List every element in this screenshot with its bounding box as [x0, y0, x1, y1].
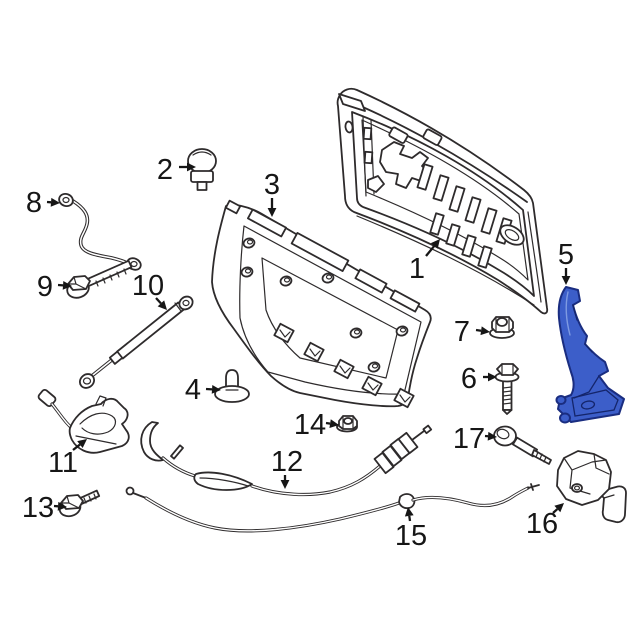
part-number-label[interactable]: 13	[22, 492, 54, 524]
callout-9[interactable]: 9	[37, 271, 72, 303]
callout-2[interactable]: 2	[157, 154, 196, 186]
callout-arrowhead	[430, 239, 440, 249]
callout-4[interactable]: 4	[185, 374, 221, 406]
part-9-bolt	[66, 259, 133, 299]
part-17-bolt	[493, 425, 552, 465]
callout-5[interactable]: 5	[558, 239, 574, 285]
callout-arrowhead	[329, 419, 339, 428]
part-number-label[interactable]: 8	[26, 187, 42, 219]
callout-1[interactable]: 1	[409, 239, 440, 285]
callout-arrow-line	[408, 515, 412, 522]
callout-3[interactable]: 3	[264, 169, 280, 217]
callout-12[interactable]: 12	[271, 446, 303, 489]
callout-arrowhead	[50, 197, 60, 207]
part-11-hood-release-handle	[37, 388, 130, 454]
callout-arrowhead	[554, 503, 564, 513]
callout-13[interactable]: 13	[22, 492, 67, 524]
callout-7[interactable]: 7	[454, 316, 490, 348]
callout-arrow-line	[425, 245, 436, 257]
callout-arrowhead	[280, 480, 290, 489]
pad-clips	[273, 322, 415, 409]
part-number-label[interactable]: 4	[185, 374, 201, 406]
callout-arrowhead	[267, 208, 277, 217]
callout-arrowhead	[187, 162, 196, 172]
part-3-hood-insulation-pad	[211, 199, 432, 409]
part-number-label[interactable]: 10	[132, 270, 164, 302]
part-number-label[interactable]: 16	[526, 508, 558, 540]
pad-fastener-holes	[240, 237, 409, 373]
part-number-label[interactable]: 5	[558, 239, 574, 271]
callout-arrow-line	[155, 297, 162, 305]
part-number-label[interactable]: 6	[461, 363, 477, 395]
cable-end-connector	[373, 424, 433, 475]
part-number-label[interactable]: 17	[453, 423, 485, 455]
part-15-hood-release-cable-rear	[125, 483, 540, 533]
callout-arrowhead	[77, 439, 87, 449]
callout-10[interactable]: 10	[132, 270, 167, 310]
part-5-hood-latch-support-bracket-highlighted[interactable]	[555, 286, 625, 424]
callout-arrowhead	[404, 507, 414, 517]
pad-slots	[247, 208, 421, 313]
callout-arrowhead	[561, 276, 571, 285]
callout-17[interactable]: 17	[453, 423, 497, 455]
callout-arrowhead	[57, 501, 67, 511]
part-7-nut	[489, 316, 515, 339]
part-number-label[interactable]: 3	[264, 169, 280, 201]
part-6-bolt	[494, 363, 520, 415]
part-number-label[interactable]: 14	[294, 409, 326, 441]
part-number-label[interactable]: 7	[454, 316, 470, 348]
part-4-hood-bumper	[214, 369, 250, 403]
part-1-hood-panel	[336, 87, 549, 315]
callout-arrowhead	[487, 431, 497, 441]
callout-arrow-line	[325, 421, 331, 425]
part-13-bolt	[58, 489, 101, 518]
part-number-label[interactable]: 2	[157, 154, 173, 186]
callout-14[interactable]: 14	[294, 409, 339, 441]
callout-6[interactable]: 6	[461, 363, 497, 395]
callout-arrowhead	[157, 300, 167, 310]
callout-11[interactable]: 11	[48, 439, 87, 479]
part-14-nut	[336, 415, 358, 433]
callout-15[interactable]: 15	[395, 507, 427, 552]
callout-arrowhead	[480, 326, 490, 336]
callout-16[interactable]: 16	[526, 503, 564, 540]
callout-arrow-line	[72, 443, 81, 451]
part-12-hood-release-cable-front	[140, 421, 433, 497]
part-number-label[interactable]: 1	[409, 253, 425, 285]
part-number-label[interactable]: 11	[48, 447, 78, 479]
callout-arrowhead	[211, 385, 221, 394]
part-2-hood-bumper-stud	[187, 148, 217, 191]
callout-arrow-line	[475, 328, 482, 332]
callout-arrowhead	[488, 372, 497, 382]
callout-8[interactable]: 8	[26, 187, 60, 219]
callout-arrow-line	[552, 508, 559, 514]
hood-vent-slots	[416, 163, 513, 269]
part-8-support-rod	[58, 192, 142, 271]
part-number-label[interactable]: 12	[271, 446, 303, 478]
callout-arrowhead	[62, 280, 72, 290]
part-number-label[interactable]: 9	[37, 271, 53, 303]
part-number-label[interactable]: 15	[395, 520, 427, 552]
part-16-hood-latch	[556, 450, 627, 524]
part-10-hood-lift-support-strut	[78, 295, 194, 389]
